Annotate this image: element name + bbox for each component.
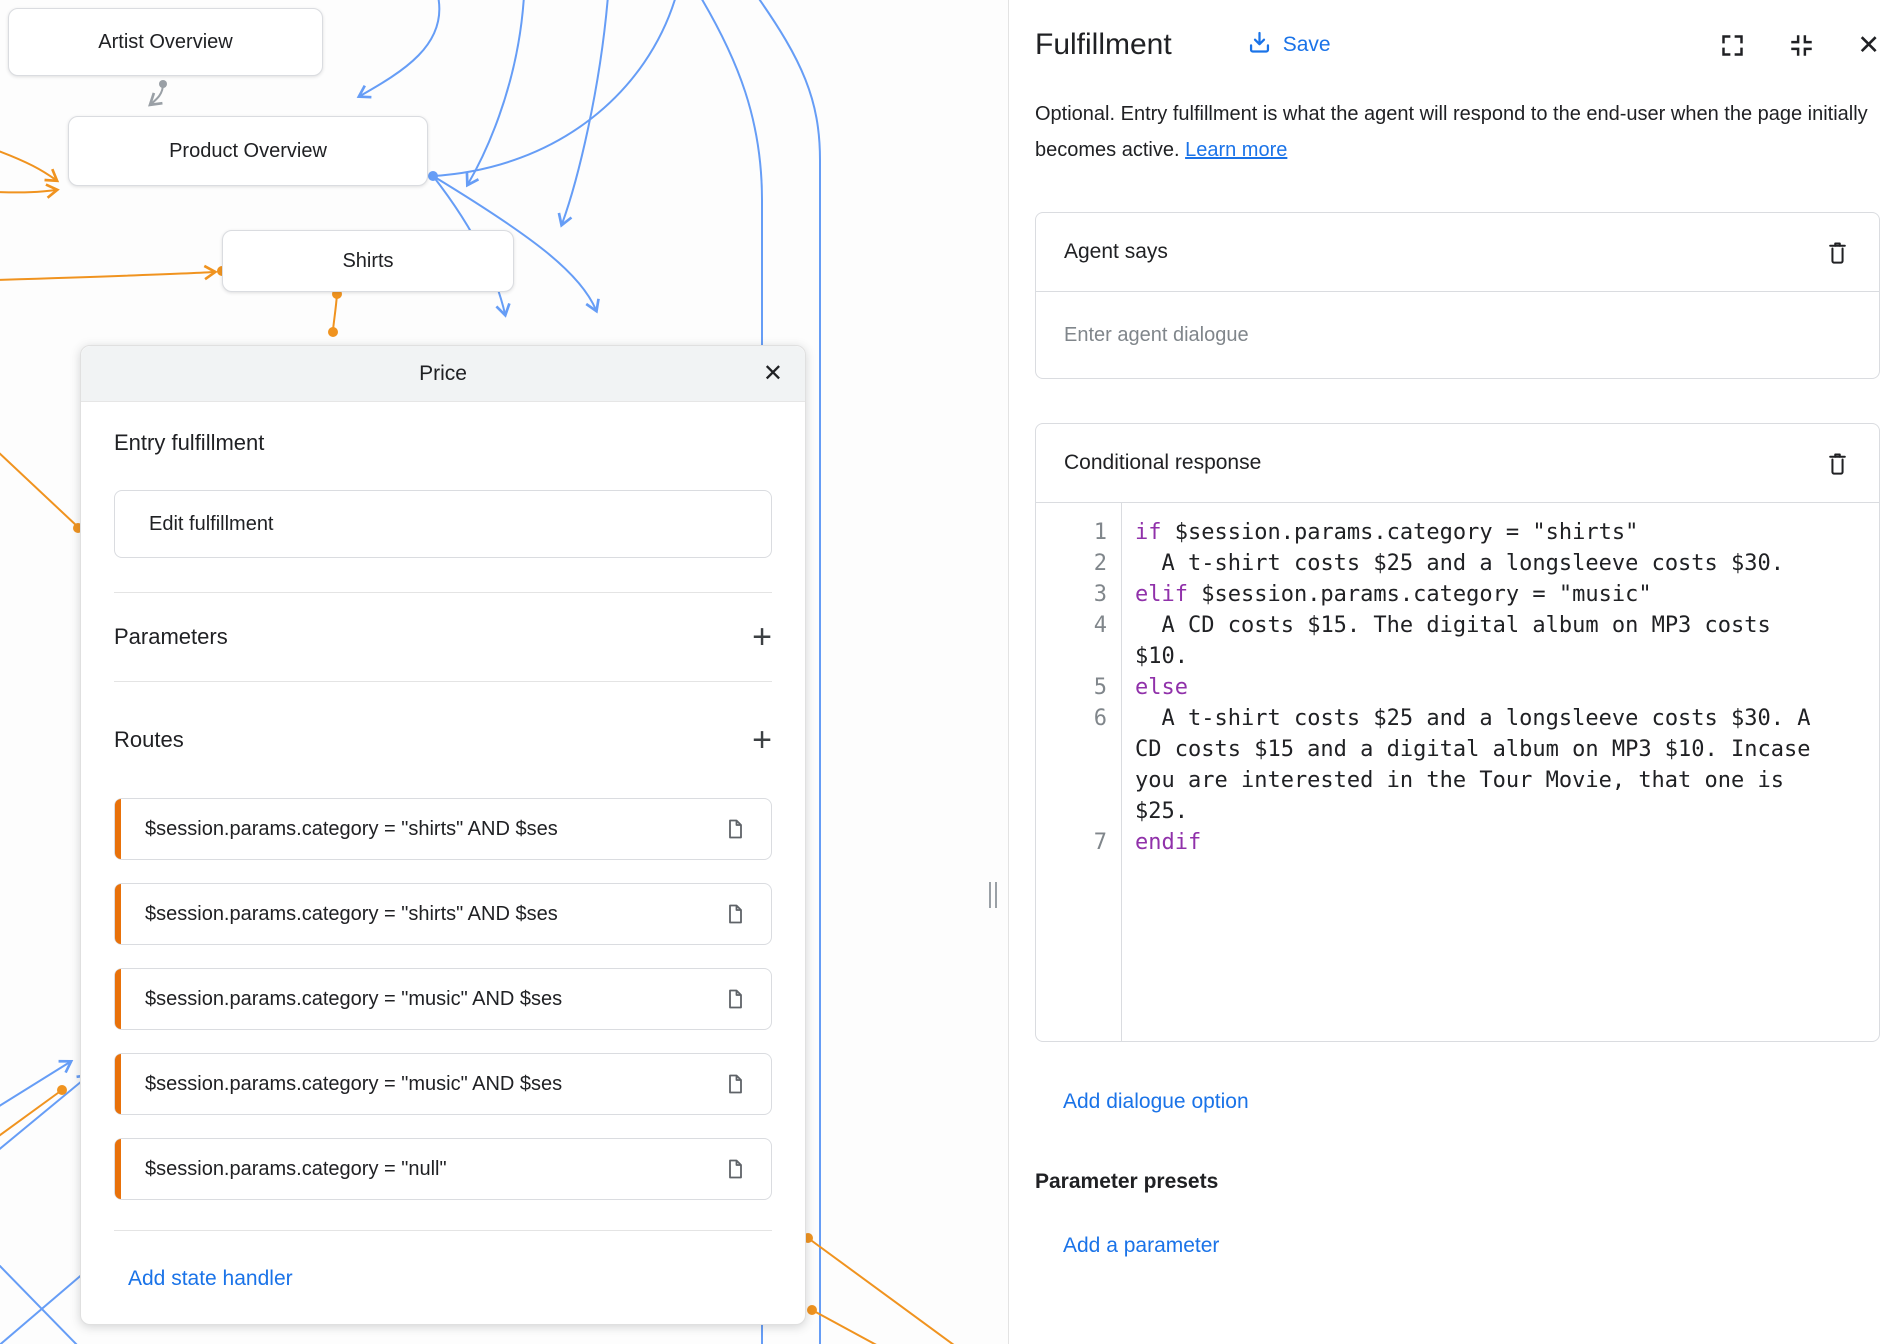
route-condition: $session.params.category = "null"	[145, 1158, 723, 1181]
add-dialogue-option-link[interactable]: Add dialogue option	[1063, 1090, 1249, 1114]
fullscreen-icon[interactable]	[1719, 32, 1746, 59]
code-text: A t-shirt costs $25 and a longsleeve cos…	[1121, 548, 1811, 579]
fulfillment-panel: Fulfillment Save	[1009, 0, 1898, 1344]
line-number: 4	[1036, 610, 1121, 672]
route-item[interactable]: $session.params.category = "music" AND $…	[114, 1053, 772, 1115]
add-state-handler-link[interactable]: Add state handler	[128, 1267, 293, 1291]
agent-dialogue-input[interactable]	[1036, 292, 1879, 378]
code-text: A CD costs $15. The digital album on MP3…	[1121, 610, 1811, 672]
add-route-icon[interactable]: +	[752, 723, 772, 757]
panel-divider	[1008, 0, 1009, 1344]
divider	[114, 1230, 772, 1231]
parameters-section-row: Parameters +	[114, 593, 772, 681]
close-icon[interactable]: ✕	[1857, 32, 1880, 59]
code-line: 7 endif	[1036, 827, 1879, 858]
line-number: 1	[1036, 517, 1121, 548]
code-line: 3 elif $session.params.category = "music…	[1036, 579, 1879, 610]
node-product-overview[interactable]: Product Overview	[68, 116, 428, 186]
line-number: 3	[1036, 579, 1121, 610]
route-item[interactable]: $session.params.category = "shirts" AND …	[114, 798, 772, 860]
line-number: 6	[1036, 703, 1121, 827]
panel-resize-handle[interactable]	[986, 880, 1000, 910]
learn-more-link[interactable]: Learn more	[1185, 139, 1287, 161]
code-line: 4 A CD costs $15. The digital album on M…	[1036, 610, 1879, 672]
line-number: 7	[1036, 827, 1121, 858]
agent-says-card: Agent says	[1035, 212, 1880, 379]
routes-section-row: Routes +	[114, 682, 772, 798]
code-text: if $session.params.category = "shirts"	[1121, 517, 1811, 548]
route-item[interactable]: $session.params.category = "shirts" AND …	[114, 883, 772, 945]
code-text: endif	[1121, 827, 1811, 858]
code-editor[interactable]: 1 if $session.params.category = "shirts"…	[1036, 503, 1879, 1041]
save-label: Save	[1283, 33, 1331, 57]
price-panel-header: Price ✕	[81, 346, 805, 402]
conditional-response-card: Conditional response 1 if $session.param…	[1035, 423, 1880, 1042]
price-node-panel: Price ✕ Entry fulfillment Edit fulfillme…	[80, 345, 806, 1325]
agent-says-header: Agent says	[1036, 213, 1879, 292]
description-text: Optional. Entry fulfillment is what the …	[1035, 103, 1868, 161]
node-label: Artist Overview	[98, 31, 232, 54]
add-parameter-icon[interactable]: +	[752, 620, 772, 654]
save-button[interactable]: Save	[1246, 29, 1331, 62]
node-artist-overview[interactable]: Artist Overview	[8, 8, 323, 76]
node-shirts[interactable]: Shirts	[222, 230, 514, 292]
delete-icon[interactable]	[1824, 239, 1851, 266]
route-condition: $session.params.category = "music" AND $…	[145, 1073, 723, 1096]
node-label: Product Overview	[169, 140, 327, 163]
route-condition: $session.params.category = "music" AND $…	[145, 988, 723, 1011]
agent-says-title: Agent says	[1064, 240, 1168, 264]
window-controls: ✕	[1719, 32, 1880, 59]
delete-icon[interactable]	[1824, 450, 1851, 477]
exit-fullscreen-icon[interactable]	[1788, 32, 1815, 59]
fulfillment-panel-header: Fulfillment Save	[1035, 0, 1880, 84]
route-accent	[115, 799, 121, 859]
edit-fulfillment-label: Edit fulfillment	[149, 513, 274, 536]
parameters-label: Parameters	[114, 624, 228, 650]
price-panel-title: Price	[419, 362, 467, 386]
file-icon[interactable]	[723, 987, 747, 1011]
code-line: 2 A t-shirt costs $25 and a longsleeve c…	[1036, 548, 1879, 579]
add-a-parameter-link[interactable]: Add a parameter	[1063, 1234, 1219, 1258]
entry-fulfillment-label: Entry fulfillment	[114, 430, 772, 456]
code-text: else	[1121, 672, 1811, 703]
code-line: 6 A t-shirt costs $25 and a longsleeve c…	[1036, 703, 1879, 827]
edit-fulfillment-button[interactable]: Edit fulfillment	[114, 490, 772, 558]
route-accent	[115, 1139, 121, 1199]
file-icon[interactable]	[723, 817, 747, 841]
file-icon[interactable]	[723, 902, 747, 926]
code-text: A t-shirt costs $25 and a longsleeve cos…	[1121, 703, 1811, 827]
panel-description: Optional. Entry fulfillment is what the …	[1035, 96, 1880, 168]
line-number: 5	[1036, 672, 1121, 703]
route-condition: $session.params.category = "shirts" AND …	[145, 903, 723, 926]
save-icon	[1246, 29, 1273, 62]
code-line: 5 else	[1036, 672, 1879, 703]
flow-canvas[interactable]: Artist Overview Product Overview Shirts …	[0, 0, 1008, 1344]
route-condition: $session.params.category = "shirts" AND …	[145, 818, 723, 841]
route-accent	[115, 1054, 121, 1114]
parameter-presets-heading: Parameter presets	[1035, 1170, 1880, 1194]
route-accent	[115, 969, 121, 1029]
route-accent	[115, 884, 121, 944]
close-icon[interactable]: ✕	[763, 362, 783, 386]
panel-title: Fulfillment	[1035, 28, 1172, 62]
file-icon[interactable]	[723, 1072, 747, 1096]
node-label: Shirts	[342, 250, 393, 273]
code-line: 1 if $session.params.category = "shirts"	[1036, 517, 1879, 548]
route-item[interactable]: $session.params.category = "null"	[114, 1138, 772, 1200]
price-panel-body: Entry fulfillment Edit fulfillment Param…	[81, 430, 805, 1291]
code-text: elif $session.params.category = "music"	[1121, 579, 1811, 610]
conditional-response-header: Conditional response	[1036, 424, 1879, 503]
routes-label: Routes	[114, 727, 184, 753]
gutter-divider	[1121, 503, 1122, 1041]
file-icon[interactable]	[723, 1157, 747, 1181]
conditional-response-title: Conditional response	[1064, 451, 1261, 475]
line-number: 2	[1036, 548, 1121, 579]
route-item[interactable]: $session.params.category = "music" AND $…	[114, 968, 772, 1030]
